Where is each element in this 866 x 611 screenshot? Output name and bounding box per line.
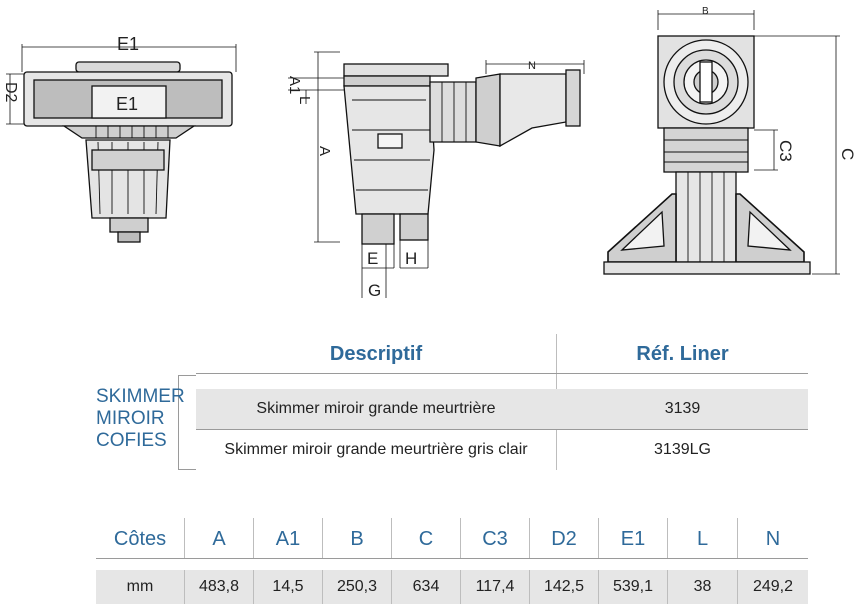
a-label: A bbox=[316, 146, 333, 156]
dimension-header-l: L bbox=[667, 518, 737, 558]
product-family-label: SKIMMER MIROIR COFIES bbox=[96, 386, 186, 452]
front-view-drawing bbox=[6, 44, 237, 243]
dimension-value-c: 634 bbox=[391, 570, 460, 604]
table-row: Skimmer miroir grande meurtrière gris cl… bbox=[196, 430, 808, 470]
dimension-value-c3: 117,4 bbox=[460, 570, 529, 604]
row-description: Skimmer miroir grande meurtrière bbox=[256, 400, 496, 417]
row-description: Skimmer miroir grande meurtrière gris cl… bbox=[224, 441, 528, 458]
a1-label: A1 bbox=[286, 76, 303, 94]
side-view-drawing bbox=[288, 51, 585, 298]
dimension-value-d2: 142,5 bbox=[529, 570, 598, 604]
e1-top-label: E1 bbox=[117, 34, 139, 54]
dimension-value-a: 483,8 bbox=[184, 570, 253, 604]
row-divider bbox=[196, 429, 808, 430]
n-label: N bbox=[528, 60, 536, 72]
e1-box-label: E1 bbox=[116, 94, 138, 114]
dimensions-header-row: Côtes A A1 B C C3 D2 E1 L N bbox=[96, 518, 808, 559]
dimensions-table: Côtes A A1 B C C3 D2 E1 L N mm 483,8 14,… bbox=[96, 518, 808, 606]
dimension-header-e1: E1 bbox=[598, 518, 667, 558]
h-label: H bbox=[405, 249, 417, 268]
technical-drawings: E1 E1 D2 bbox=[2, 6, 857, 300]
description-header: Descriptif bbox=[329, 343, 423, 365]
family-line: SKIMMER bbox=[96, 386, 185, 407]
top-view-drawing bbox=[603, 10, 840, 275]
dimension-value-l: 38 bbox=[667, 570, 737, 604]
cotes-header: Côtes bbox=[113, 528, 167, 550]
dimension-value-n: 249,2 bbox=[737, 570, 808, 604]
table-row: Skimmer miroir grande meurtrière 3139 bbox=[196, 389, 808, 429]
family-line: MIROIR bbox=[96, 408, 165, 429]
g-label: G bbox=[368, 281, 381, 300]
family-bracket bbox=[178, 375, 196, 470]
dimension-header-a: A bbox=[184, 518, 253, 558]
unit-label: mm bbox=[126, 578, 154, 595]
c-label: C bbox=[838, 148, 857, 160]
e-label: E bbox=[367, 249, 378, 268]
dimension-header-c: C bbox=[391, 518, 460, 558]
family-line: COFIES bbox=[96, 430, 167, 451]
dimensions-value-row: mm 483,8 14,5 250,3 634 117,4 142,5 539,… bbox=[96, 570, 808, 604]
dimension-value-b: 250,3 bbox=[322, 570, 391, 604]
dimension-header-c3: C3 bbox=[460, 518, 529, 558]
dimension-header-d2: D2 bbox=[529, 518, 598, 558]
header-underline bbox=[196, 373, 808, 374]
row-reference: 3139 bbox=[664, 400, 701, 417]
product-table-header: Descriptif Réf. Liner bbox=[196, 334, 808, 374]
d2-label: D2 bbox=[2, 82, 19, 103]
c3-label: C3 bbox=[776, 140, 795, 162]
dimension-value-e1: 539,1 bbox=[598, 570, 667, 604]
b-label: B bbox=[702, 6, 709, 17]
dimension-value-a1: 14,5 bbox=[253, 570, 322, 604]
l-label: L bbox=[296, 96, 313, 104]
dimension-header-b: B bbox=[322, 518, 391, 558]
dimension-header-a1: A1 bbox=[253, 518, 322, 558]
row-reference: 3139LG bbox=[654, 441, 711, 458]
dimension-header-n: N bbox=[737, 518, 808, 558]
reference-header: Réf. Liner bbox=[636, 343, 729, 365]
product-table: Descriptif Réf. Liner SKIMMER MIROIR COF… bbox=[90, 334, 808, 470]
drawings-svg: E1 E1 D2 bbox=[2, 6, 857, 300]
